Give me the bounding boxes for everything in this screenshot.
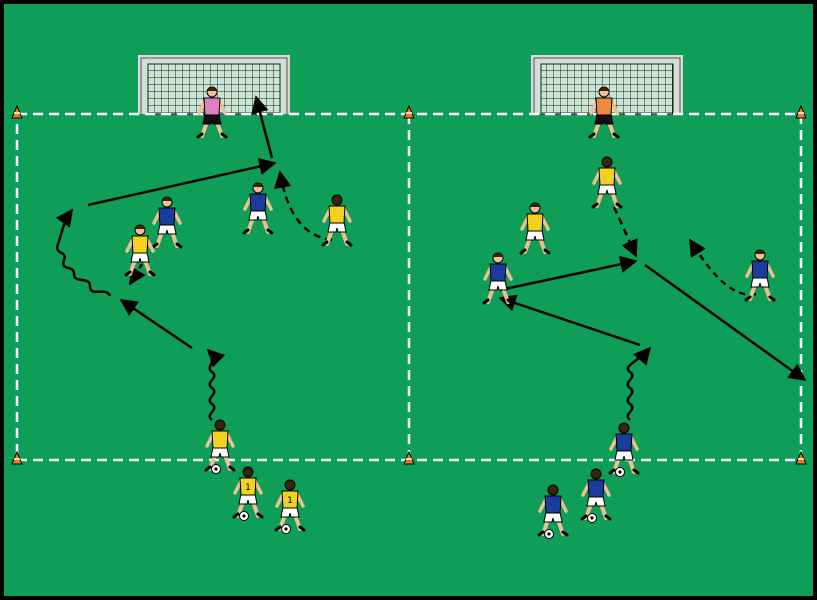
arrow-pass	[499, 255, 638, 292]
field-left-arrows	[55, 95, 333, 421]
players: 11	[124, 86, 776, 539]
field-left-players: 11	[124, 86, 353, 534]
goalkeeper	[588, 86, 620, 139]
yellow-player	[591, 156, 623, 209]
blue-player	[482, 252, 514, 305]
yellow-player: 1	[274, 479, 306, 534]
blue-player	[537, 484, 569, 539]
arrow-dribble	[55, 208, 112, 297]
yellow-player: 1	[232, 466, 264, 521]
arrow-run	[688, 238, 757, 296]
cone-marker	[11, 450, 23, 465]
arrow-dribble	[626, 346, 652, 421]
blue-player	[151, 196, 183, 249]
arrow-pass	[87, 157, 277, 207]
yellow-player	[321, 194, 353, 247]
yellow-player	[519, 202, 551, 255]
blue-player	[744, 249, 776, 302]
cone-marker	[11, 104, 23, 119]
cone-marker	[403, 104, 415, 119]
blue-player	[242, 182, 274, 235]
cone-marker	[795, 450, 807, 465]
arrow-shot	[251, 95, 274, 159]
cone-marker	[795, 104, 807, 119]
blue-player	[608, 422, 640, 477]
arrow-dribble	[206, 348, 226, 421]
cone-marker	[403, 450, 415, 465]
arrow-run	[128, 263, 146, 286]
cones	[11, 104, 807, 465]
arrow-run	[612, 206, 638, 258]
blue-player	[580, 468, 612, 523]
field-right-arrows	[498, 206, 807, 421]
yellow-player	[204, 419, 236, 474]
yellow-player	[124, 224, 156, 277]
arrow-pass	[119, 298, 193, 350]
goalkeeper	[196, 86, 228, 139]
field-right-players	[482, 86, 776, 539]
arrow-pass	[644, 263, 807, 382]
shirt-number: 1	[287, 496, 293, 506]
shirt-number: 1	[245, 483, 251, 493]
arrow-pass	[498, 294, 641, 347]
